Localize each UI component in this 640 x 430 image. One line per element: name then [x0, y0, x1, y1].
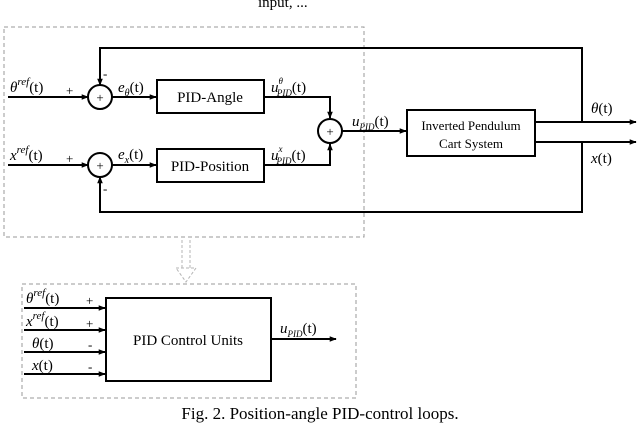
x-output-label: x(t): [590, 151, 612, 167]
sum-junction-position-sign: +: [96, 158, 103, 173]
sum-junction-output-sign: +: [326, 124, 333, 139]
figure-caption: Fig. 2. Position-angle PID-control loops…: [181, 404, 459, 423]
theta-feedback-minus-sign: -: [103, 66, 107, 81]
e-theta-label: eθ(t): [118, 80, 144, 99]
e-x-label: ex(t): [118, 147, 143, 166]
top-partial-text: input, ...: [258, 0, 308, 11]
theta-feedback-line: [97, 47, 583, 122]
x-feedback-line: [97, 142, 583, 213]
pid-control-units-block: [105, 297, 272, 382]
lower-theta-sign: -: [88, 337, 92, 352]
x-ref-plus-sign: +: [66, 151, 73, 166]
lower-theta-ref-sign: +: [86, 293, 93, 308]
pid-control-units-label: PID Control Units: [133, 333, 243, 349]
u-pid-label: uPID(t): [352, 114, 389, 132]
plant-label-line2: Cart System: [439, 136, 503, 151]
theta-ref-label: θref(t): [10, 76, 43, 96]
lower-x-label: x(t): [31, 358, 53, 374]
theta-ref-plus-sign: +: [66, 83, 73, 98]
x-ref-label: xref(t): [9, 144, 43, 164]
plant-label-line1: Inverted Pendulum: [421, 118, 520, 133]
sum-junction-angle-sign: +: [96, 90, 103, 105]
lower-x-ref-label: xref(t): [25, 310, 59, 330]
lower-x-sign: -: [88, 359, 92, 374]
lower-theta-ref-label: θref(t): [26, 287, 59, 307]
pid-position-block: [156, 148, 265, 183]
x-feedback-minus-sign: -: [103, 181, 107, 196]
lower-x-ref-sign: +: [86, 316, 93, 331]
theta-output-label: θ(t): [591, 101, 613, 117]
plant-block: [406, 109, 536, 157]
lower-theta-label: θ(t): [32, 336, 54, 352]
pid-angle-label: PID-Angle: [177, 90, 243, 106]
pid-position-label: PID-Position: [171, 159, 250, 175]
u-pid-x-line: [264, 143, 333, 166]
upper-dashed-region: [3, 26, 365, 238]
hollow-down-arrow-icon: [175, 240, 197, 283]
lower-u-pid-label: uPID(t): [280, 321, 317, 339]
u-pid-theta-line: [264, 96, 333, 119]
